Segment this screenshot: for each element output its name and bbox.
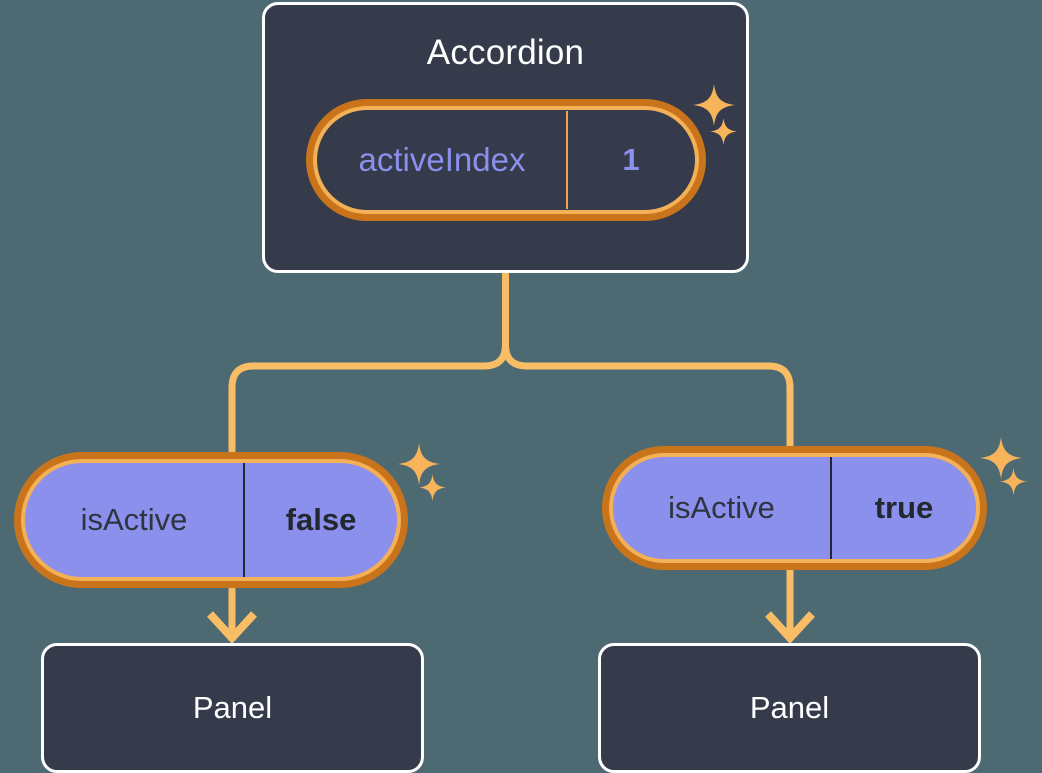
state-pill-body: isActive true: [613, 457, 976, 559]
panel-title-left: Panel: [192, 690, 273, 725]
arrowhead-left: [207, 611, 257, 644]
state-value-activeindex: 1: [622, 142, 640, 177]
state-key-activeindex: activeIndex: [318, 111, 568, 209]
sparkle-icon-small: [1000, 468, 1027, 495]
state-pill-body: isActive false: [25, 463, 397, 577]
arrowhead-right: [765, 611, 815, 644]
state-key-isactive-left: isActive: [25, 463, 245, 577]
state-value-isactive-right: true: [874, 490, 934, 525]
state-pill-ring: isActive false: [14, 452, 408, 588]
state-pill-body: activeIndex 1: [317, 110, 695, 210]
sparkle-icon-small: [419, 474, 446, 501]
panel-component-card-right[interactable]: Panel: [598, 643, 981, 773]
state-key-isactive-right: isActive: [613, 457, 832, 559]
panel-title-right: Panel: [749, 690, 830, 725]
accordion-title: Accordion: [426, 33, 585, 72]
state-pill-isactive-right[interactable]: isActive true: [602, 446, 987, 570]
state-value-isactive-left: false: [285, 502, 357, 537]
state-pill-activeindex[interactable]: activeIndex 1: [306, 99, 706, 221]
connector-root-trunk: [228, 273, 509, 460]
connector-root-branch-right: [502, 344, 794, 452]
state-pill-ring: activeIndex 1: [306, 99, 706, 221]
panel-component-card-left[interactable]: Panel: [41, 643, 424, 773]
state-pill-ring: isActive true: [602, 446, 987, 570]
state-pill-isactive-left[interactable]: isActive false: [14, 452, 408, 588]
